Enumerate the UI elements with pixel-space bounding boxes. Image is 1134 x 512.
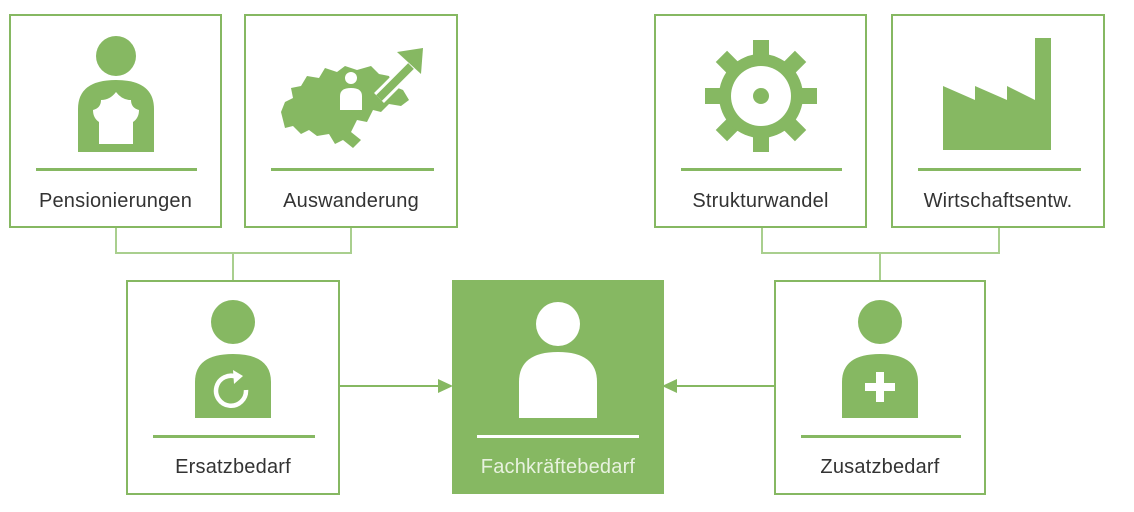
switzerland-emigration-icon <box>246 40 456 152</box>
node-label: Fachkräftebedarf <box>480 456 636 478</box>
divider <box>918 168 1081 171</box>
node-label: Ersatzbedarf <box>175 456 291 478</box>
node-ersatzbedarf: Ersatzbedarf <box>126 280 340 495</box>
divider <box>801 435 961 438</box>
divider <box>477 435 639 438</box>
divider <box>153 435 315 438</box>
arrowhead-right <box>662 379 677 393</box>
person-icon <box>454 300 662 420</box>
node-label: Pensionierungen <box>38 190 193 212</box>
arrowhead-left <box>438 379 453 393</box>
gear-icon <box>656 38 865 154</box>
node-pensionierungen: Pensionierungen <box>9 14 222 228</box>
retiree-icon <box>11 34 220 154</box>
node-auswanderung: Auswanderung <box>244 14 458 228</box>
divider <box>681 168 842 171</box>
divider <box>271 168 434 171</box>
divider <box>36 168 197 171</box>
node-label: Auswanderung <box>283 190 419 212</box>
node-strukturwandel: Strukturwandel <box>654 14 867 228</box>
person-replace-icon <box>128 298 338 420</box>
connector-top-right <box>761 227 1000 254</box>
node-label: Zusatzbedarf <box>820 456 940 478</box>
node-zusatzbedarf: Zusatzbedarf <box>774 280 986 495</box>
connector-top-left <box>115 227 352 254</box>
person-add-icon <box>776 298 984 420</box>
factory-icon <box>893 38 1103 152</box>
node-fachkraeftebedarf: Fachkräftebedarf <box>452 280 664 494</box>
node-label: Strukturwandel <box>692 190 829 212</box>
node-label: Wirtschaftsentw. <box>923 190 1073 212</box>
node-wirtschaftsentw: Wirtschaftsentw. <box>891 14 1105 228</box>
